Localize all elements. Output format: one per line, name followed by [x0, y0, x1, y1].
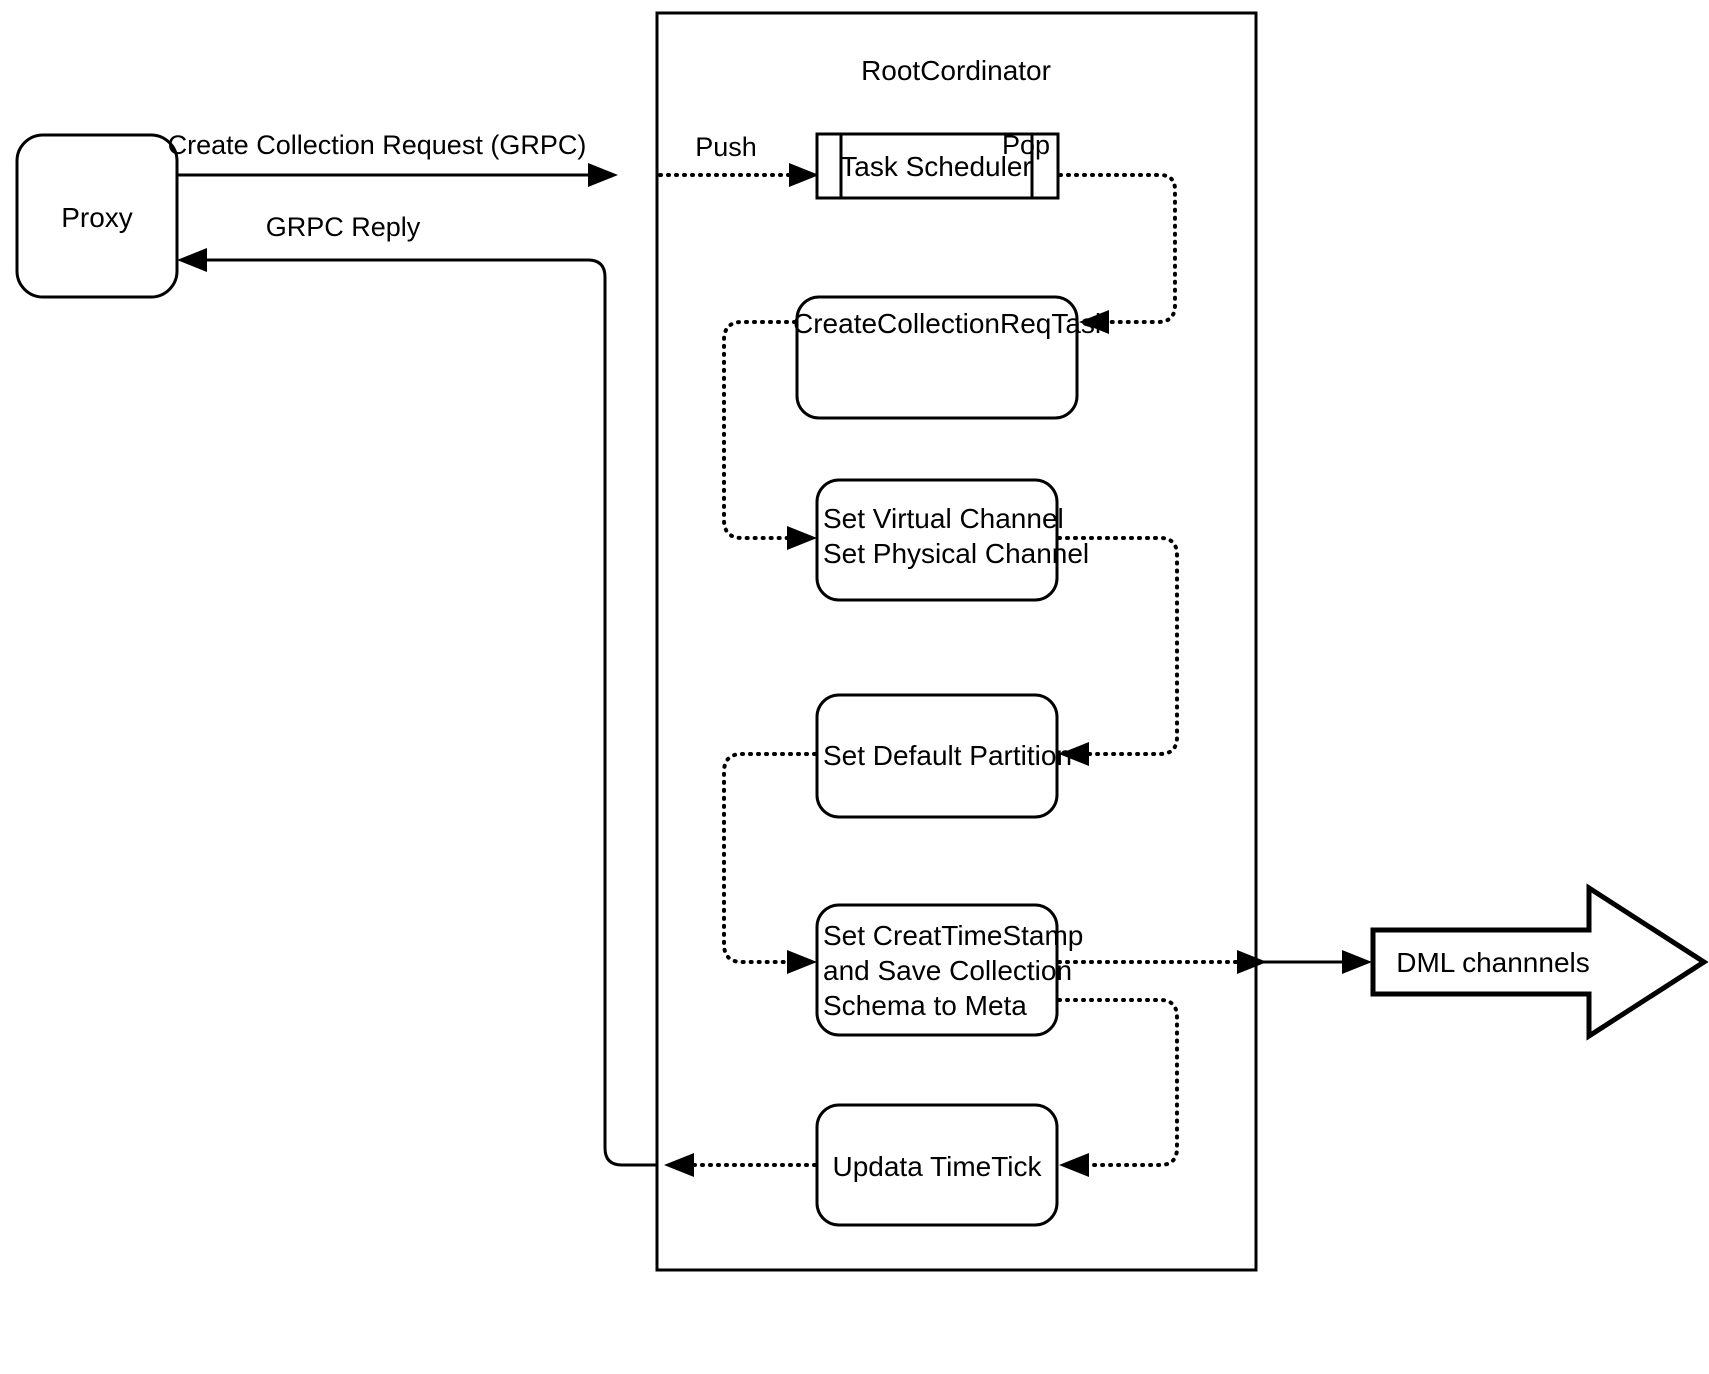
grpc-reply-arrowhead [177, 248, 207, 272]
edge-create-collection-request: Create Collection Request (GRPC) [168, 130, 618, 187]
set-channels-box[interactable] [815, 478, 1059, 602]
edge-partition-to-timestamp [722, 752, 817, 974]
node-set-create-timestamp[interactable]: Set CreatTimeStamp and Save Collection S… [815, 903, 1083, 1037]
grpc-reply-label: GRPC Reply [266, 212, 421, 242]
dml-channels-arrow-shape[interactable] [1370, 883, 1709, 1041]
partition-to-timestamp-arrowhead [787, 950, 817, 974]
node-updata-timetick[interactable]: Updata TimeTick [815, 1103, 1059, 1227]
set-virtual-channel-label: Set Virtual Channel [823, 503, 1064, 534]
edge-channels-to-partition [1057, 536, 1179, 766]
push-arrowhead [789, 163, 819, 187]
pop-label: Pop [1002, 130, 1050, 160]
proxy-label: Proxy [61, 202, 133, 233]
set-default-partition-box[interactable] [815, 693, 1059, 819]
edge-grpc-reply: GRPC Reply [177, 212, 657, 1167]
edge-timetick-to-reply [664, 1153, 817, 1177]
partition-to-timestamp-line [722, 752, 817, 964]
set-create-timestamp-box[interactable] [815, 903, 1059, 1037]
proxy-box[interactable] [15, 133, 179, 299]
task-scheduler-box[interactable] [815, 132, 1060, 200]
timetick-to-reply-arrowhead [664, 1153, 694, 1177]
node-set-default-partition[interactable]: Set Default Partition [815, 693, 1072, 819]
grpc-reply-line [207, 258, 657, 1167]
set-create-timestamp-label-line3: Schema to Meta [823, 990, 1027, 1021]
timestamp-to-dml-boundary-arrowhead [1237, 950, 1267, 974]
node-dml-channels[interactable]: DML channnels [1370, 883, 1709, 1041]
timestamp-to-timetick-line [1057, 998, 1179, 1167]
set-create-timestamp-label-line2: and Save Collection [823, 955, 1072, 986]
pop-arrowhead [1079, 310, 1109, 334]
node-create-collection-req-task[interactable]: CreateCollectionReqTask [793, 295, 1110, 420]
edge-push: Push [658, 132, 819, 187]
task-to-channels-arrowhead [787, 526, 817, 550]
task-scheduler-label: Task Scheduler [840, 151, 1031, 182]
node-task-scheduler[interactable]: Task Scheduler [815, 132, 1060, 200]
pop-line [1058, 173, 1177, 324]
timestamp-to-dml-arrowhead [1342, 950, 1372, 974]
edge-timestamp-to-timetick [1057, 998, 1179, 1177]
rootcordinator-boundary [655, 11, 1258, 1272]
set-default-partition-label: Set Default Partition [823, 740, 1072, 771]
rootcordinator-title: RootCordinator [861, 55, 1051, 86]
dml-channels-label: DML channnels [1396, 947, 1590, 978]
push-label: Push [695, 132, 757, 162]
edge-pop: Pop [1002, 130, 1177, 334]
create-collection-req-task-box[interactable] [795, 295, 1079, 420]
edge-timestamp-to-dml [1057, 950, 1372, 974]
create-collection-req-task-label: CreateCollectionReqTask [793, 308, 1110, 339]
create-collection-request-arrowhead [588, 163, 618, 187]
node-set-channels[interactable]: Set Virtual Channel Set Physical Channel [815, 478, 1089, 602]
channels-to-partition-arrowhead [1059, 742, 1089, 766]
set-physical-channel-label: Set Physical Channel [823, 538, 1089, 569]
set-create-timestamp-label-line1: Set CreatTimeStamp [823, 920, 1083, 951]
channels-to-partition-line [1057, 536, 1179, 756]
edge-task-to-channels [722, 320, 817, 550]
rootcordinator-container: RootCordinator [655, 11, 1258, 1272]
create-collection-request-label: Create Collection Request (GRPC) [168, 130, 587, 160]
updata-timetick-label: Updata TimeTick [832, 1151, 1042, 1182]
timestamp-to-timetick-arrowhead [1059, 1153, 1089, 1177]
node-proxy[interactable]: Proxy [15, 133, 179, 299]
